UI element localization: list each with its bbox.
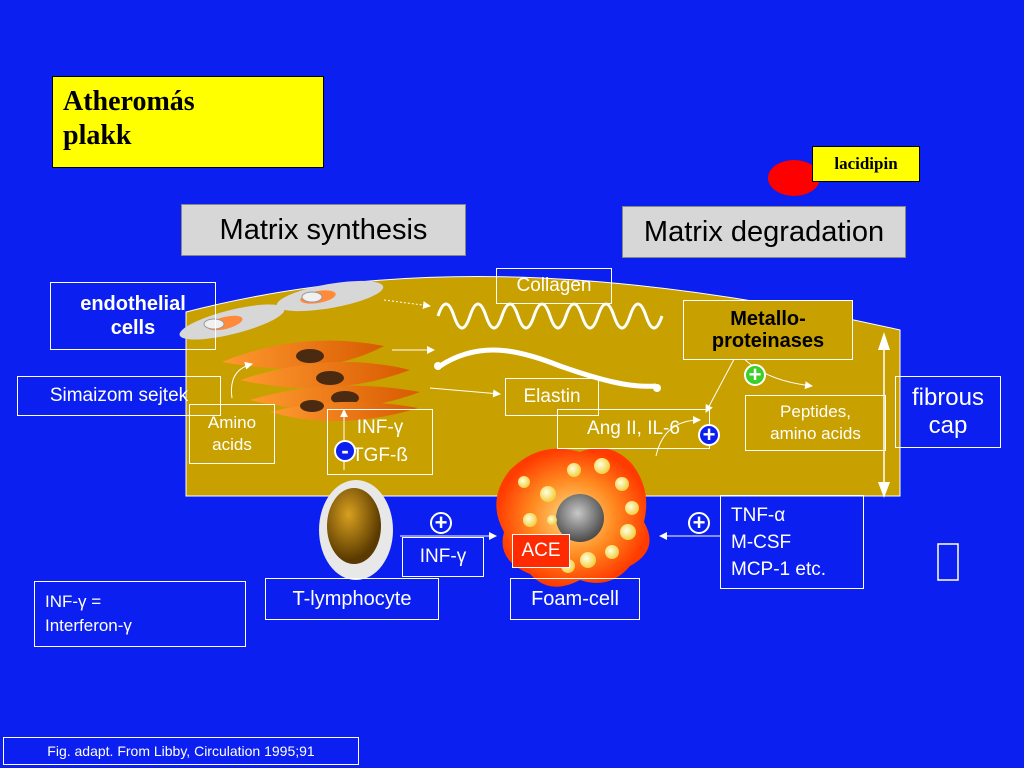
ang-il6-label: Ang II, IL-6 xyxy=(557,409,710,449)
inf-gamma-text: INF-γ xyxy=(356,417,404,438)
interferon-legend: INF-γ = Interferon-γ xyxy=(34,581,246,647)
endothelial-cells-label: endothelial cells xyxy=(50,282,216,350)
empty-square-glyph xyxy=(937,543,959,581)
collagen-fiber xyxy=(436,302,664,330)
metalloproteinases-label: Metallo- proteinases xyxy=(683,300,853,360)
metalloproteinase-plus-sign: + xyxy=(744,364,766,386)
lacidipin-dot xyxy=(768,160,820,196)
inf-tgf-box: INF-γ TGF-ß xyxy=(327,409,433,475)
mcp1-text: MCP-1 etc. xyxy=(731,558,827,580)
tgf-beta-text: TGF-ß xyxy=(352,445,408,466)
fibrous-cap-label: fibrous cap xyxy=(895,376,1001,448)
elastin-label: Elastin xyxy=(505,378,599,416)
matrix-degradation-header: Matrix degradation xyxy=(622,206,906,258)
ace-label: ACE xyxy=(512,534,570,568)
endothelial-cells xyxy=(179,280,384,340)
smooth-muscle-label: Simaizom sejtek xyxy=(17,376,221,416)
inf-gamma-label: INF-γ xyxy=(402,537,484,577)
foam-cell-label: Foam-cell xyxy=(510,578,640,620)
minus-sign: - xyxy=(334,440,356,462)
slide-title: Atheromás plakk xyxy=(52,76,324,168)
collagen-label: Collagen xyxy=(496,268,612,304)
tnf-alpha-text: TNF-α xyxy=(731,504,786,526)
citation-footer: Fig. adapt. From Libby, Circulation 1995… xyxy=(3,737,359,765)
elastin-fiber xyxy=(438,347,657,389)
t-lymphocyte-cell xyxy=(319,480,393,580)
mcsf-text: M-CSF xyxy=(731,531,792,553)
ang-plus-sign: + xyxy=(698,424,720,446)
inf-plus-sign: + xyxy=(430,512,452,534)
lacidipin-label: lacidipin xyxy=(812,146,920,182)
peptides-label: Peptides, amino acids xyxy=(745,395,886,451)
tnf-box: TNF-α M-CSF MCP-1 etc. xyxy=(720,495,864,589)
amino-acids-label: Amino acids xyxy=(189,404,275,464)
matrix-synthesis-header: Matrix synthesis xyxy=(181,204,466,256)
t-lymphocyte-label: T-lymphocyte xyxy=(265,578,439,620)
tnf-plus-sign: + xyxy=(688,512,710,534)
